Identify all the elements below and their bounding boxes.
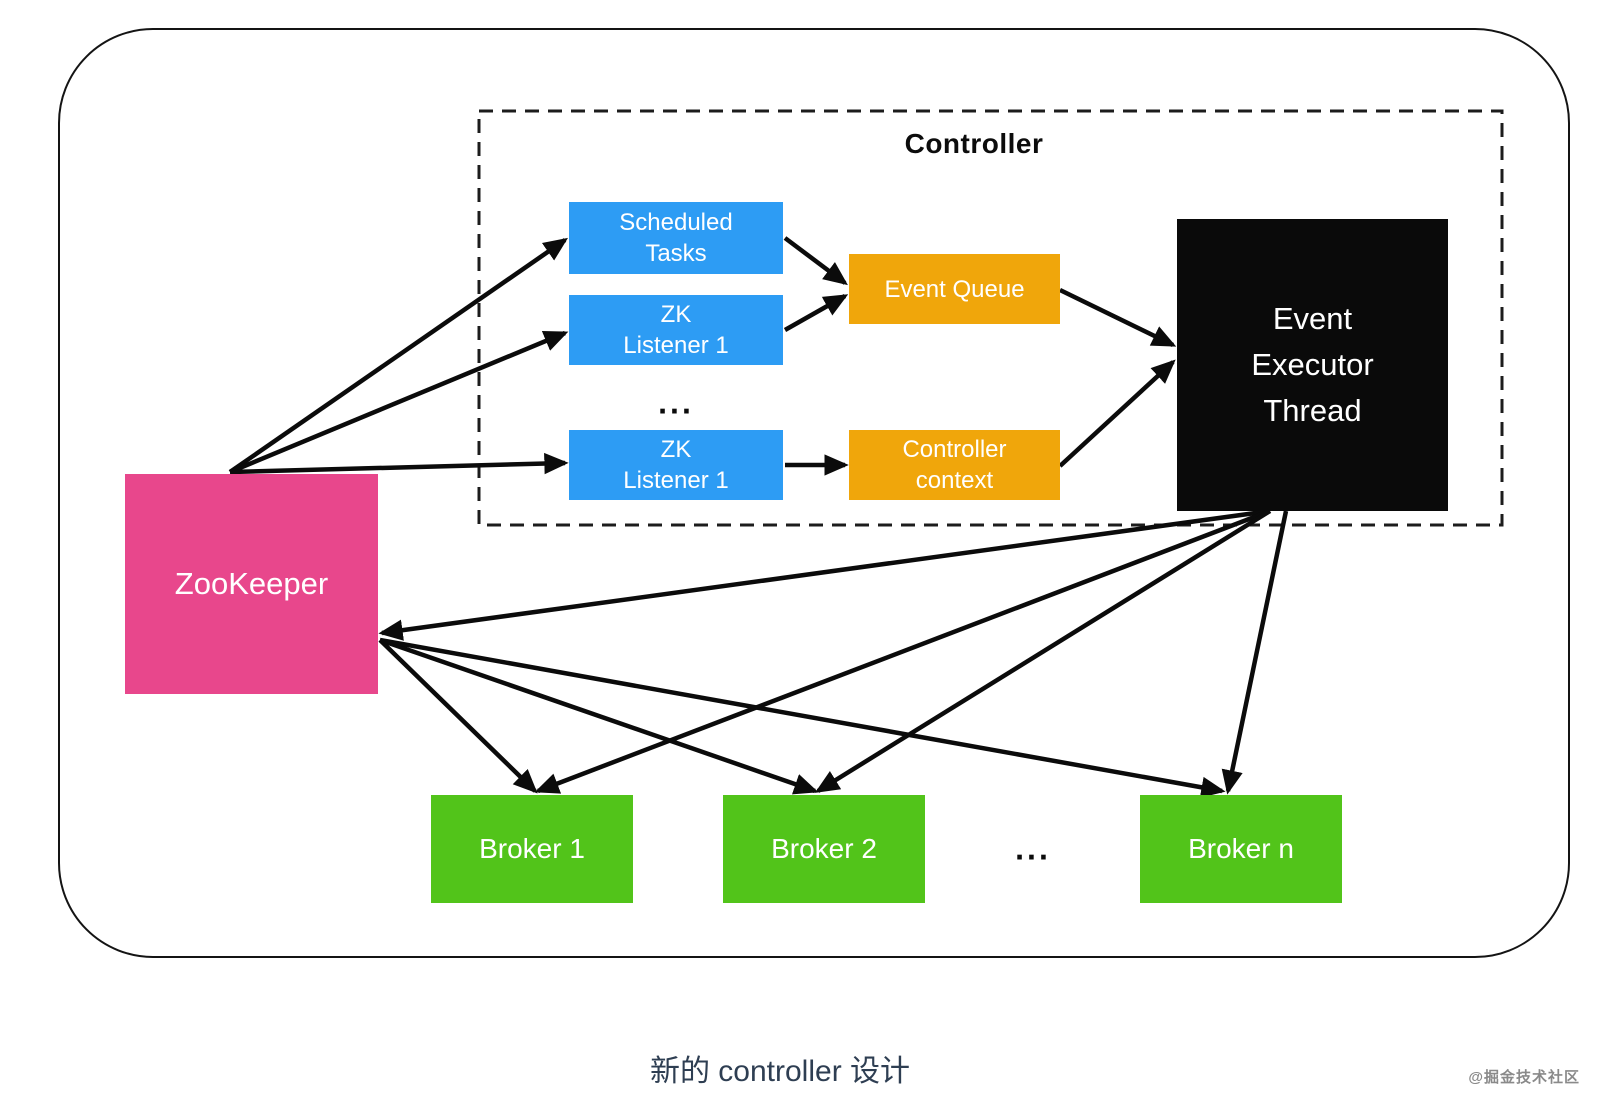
node-label: context bbox=[915, 467, 994, 494]
node-zk-listener-1: ZK Listener 1 bbox=[569, 295, 783, 365]
node-broker-2: Broker 2 bbox=[723, 795, 925, 903]
node-event-queue: Event Queue bbox=[849, 254, 1060, 324]
node-label: Broker 2 bbox=[771, 833, 877, 864]
node-broker-1: Broker 1 bbox=[431, 795, 633, 903]
node-label: Thread bbox=[1263, 393, 1362, 428]
brokers-ellipsis: ... bbox=[1015, 830, 1051, 867]
node-label: Controller bbox=[902, 436, 1007, 463]
watermark-text: @掘金技术社区 bbox=[1468, 1069, 1580, 1086]
node-broker-n: Broker n bbox=[1140, 795, 1342, 903]
node-label: Executor bbox=[1251, 347, 1374, 382]
node-zookeeper: ZooKeeper bbox=[125, 474, 378, 694]
node-controller-context: Controller context bbox=[849, 430, 1060, 500]
node-label: Scheduled bbox=[619, 209, 733, 236]
listeners-ellipsis: ... bbox=[658, 384, 694, 421]
node-label: Listener 1 bbox=[623, 332, 729, 359]
node-scheduled-tasks: Scheduled Tasks bbox=[569, 202, 783, 274]
controller-group-title: Controller bbox=[904, 128, 1044, 159]
node-label: Event bbox=[1272, 301, 1353, 336]
node-label: Broker 1 bbox=[479, 833, 585, 864]
node-label: Event Queue bbox=[884, 275, 1025, 303]
node-label: Listener 1 bbox=[623, 467, 729, 494]
node-label: Tasks bbox=[645, 240, 707, 267]
node-zk-listener-n: ZK Listener 1 bbox=[569, 430, 783, 500]
node-label: ZooKeeper bbox=[174, 566, 329, 601]
node-event-executor-thread: Event Executor Thread bbox=[1177, 219, 1448, 511]
diagram-caption: 新的 controller 设计 bbox=[649, 1055, 911, 1088]
node-label: Broker n bbox=[1188, 833, 1294, 864]
node-label: ZK bbox=[660, 301, 692, 328]
node-label: ZK bbox=[660, 436, 692, 463]
